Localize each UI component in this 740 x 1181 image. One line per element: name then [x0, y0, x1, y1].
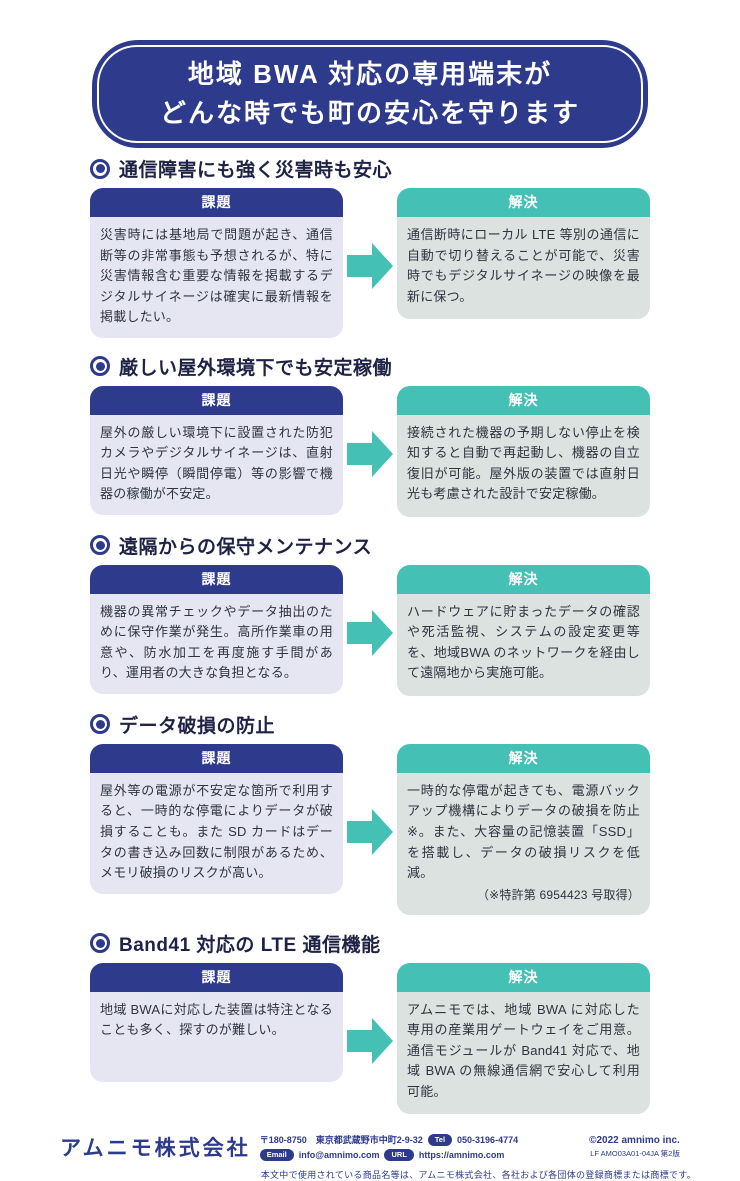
solution-card: 解決 アムニモでは、地域 BWA に対応した専用の産業用ゲートウェイをご用意。通… — [397, 962, 650, 1115]
section-data-protection: データ破損の防止 課題 屋外等の電源が不安定な箇所で利用すると、一時的な停電によ… — [90, 711, 650, 915]
problem-card-body: 屋外等の電源が不安定な箇所で利用すると、一時的な停電によりデータが破損することも… — [90, 772, 343, 894]
solution-text: アムニモでは、地域 BWA に対応した専用の産業用ゲートウェイをご用意。通信モジ… — [407, 1001, 640, 1099]
solution-card-body: 一時的な停電が起きても、電源バックアップ機構によりデータの破損を防止※。また、大… — [397, 772, 650, 915]
section-title: データ破損の防止 — [119, 715, 276, 737]
url-badge: URL — [384, 1149, 414, 1162]
solution-card-body: 通信断時にローカル LTE 等別の通信に自動で切り替えることが可能で、災害時でも… — [397, 217, 650, 320]
solution-card-header: 解決 — [397, 188, 650, 217]
solution-text: 接続された機器の予期しない停止を検知すると自動で再起動し、機器の自立復旧が可能。… — [407, 424, 640, 502]
bullseye-icon — [90, 933, 110, 954]
problem-solution-row: 課題 地域 BWAに対応した装置は特注となることも多く、探すのが難しい。 解決 … — [90, 962, 650, 1115]
section-heading: 遠隔からの保守メンテナンス — [90, 532, 650, 559]
solution-card-body: ハードウェアに貯まったデータの確認や死活監視、システムの設定変更等を、地域BWA… — [397, 593, 650, 696]
section-maintenance: 遠隔からの保守メンテナンス 課題 機器の異常チェックやデータ抽出のために保守作業… — [90, 532, 650, 696]
solution-text: 一時的な停電が起きても、電源バックアップ機構によりデータの破損を防止※。また、大… — [407, 782, 640, 881]
banner-title-line2: どんな時でも町の安心を守ります — [159, 98, 580, 128]
company-name: アムニモ株式会社 — [60, 1137, 251, 1161]
problem-card-header: 課題 — [90, 564, 343, 594]
tel-number: 050-3196-4774 — [457, 1134, 519, 1145]
banner-title-line1: 地域 BWA 対応の専用端末が — [187, 59, 553, 89]
bullseye-icon — [90, 356, 110, 377]
website-url: https://amnimo.com — [418, 1150, 505, 1161]
solution-card-body: 接続された機器の予期しない停止を検知すると自動で再起動し、機器の自立復旧が可能。… — [397, 414, 650, 517]
footer-main: アムニモ株式会社 〒180-8750 東京都武蔵野市中町2-9-32 Tel 0… — [0, 1132, 740, 1162]
section-heading: 通信障害にも強く災害時も安心 — [90, 155, 650, 182]
section-title: Band41 対応の LTE 通信機能 — [119, 934, 381, 956]
email-address: info@amnimo.com — [298, 1150, 380, 1161]
section-band41: Band41 対応の LTE 通信機能 課題 地域 BWAに対応した装置は特注と… — [90, 930, 650, 1115]
contact-line-address: 〒180-8750 東京都武蔵野市中町2-9-32 Tel 050-3196-4… — [260, 1133, 518, 1146]
solution-card: 解決 一時的な停電が起きても、電源バックアップ機構によりデータの破損を防止※。ま… — [397, 743, 650, 915]
arrow-right-icon — [347, 242, 393, 289]
solution-card-header: 解決 — [397, 743, 650, 773]
solution-note: （※特許第 6954423 号取得） — [476, 887, 640, 902]
solution-card: 解決 接続された機器の予期しない停止を検知すると自動で再起動し、機器の自立復旧が… — [397, 385, 650, 517]
problem-card: 課題 機器の異常チェックやデータ抽出のために保守作業が発生。高所作業車の用意や、… — [90, 564, 343, 694]
solution-card: 解決 通信断時にローカル LTE 等別の通信に自動で切り替えることが可能で、災害… — [397, 188, 650, 320]
problem-card-body: 機器の異常チェックやデータ抽出のために保守作業が発生。高所作業車の用意や、防水加… — [90, 593, 343, 694]
section-outdoor: 厳しい屋外環境下でも安定稼働 課題 屋外の厳しい環境下に設置された防犯カメラやデ… — [90, 353, 650, 517]
contact-block: 〒180-8750 東京都武蔵野市中町2-9-32 Tel 050-3196-4… — [259, 1133, 518, 1162]
bullseye-icon — [90, 714, 110, 735]
problem-card-header: 課題 — [90, 962, 343, 992]
problem-card-header: 課題 — [90, 188, 343, 217]
trademark-note: 本文中で使用されている商品名等は、アムニモ株式会社、各社および各団体の登録商標ま… — [260, 1170, 696, 1181]
problem-card-body: 屋外の厳しい環境下に設置された防犯カメラやデジタルサイネージは、直射日光や瞬停（… — [90, 414, 343, 515]
problem-solution-row: 課題 屋外の厳しい環境下に設置された防犯カメラやデジタルサイネージは、直射日光や… — [90, 385, 650, 517]
solution-card-header: 解決 — [397, 962, 650, 992]
section-title: 遠隔からの保守メンテナンス — [119, 536, 373, 558]
problem-card: 課題 地域 BWAに対応した装置は特注となることも多く、探すのが難しい。 — [90, 962, 343, 1082]
sections-container: 通信障害にも強く災害時も安心 課題 災害時には基地局で問題が起き、通信断等の非常… — [90, 155, 650, 1115]
arrow-right-icon — [347, 1018, 393, 1065]
section-title: 厳しい屋外環境下でも安定稼働 — [119, 357, 393, 379]
problem-card: 課題 屋外の厳しい環境下に設置された防犯カメラやデジタルサイネージは、直射日光や… — [90, 385, 343, 515]
company-address: 〒180-8750 東京都武蔵野市中町2-9-32 — [259, 1135, 423, 1146]
solution-card: 解決 ハードウェアに貯まったデータの確認や死活監視、システムの設定変更等を、地域… — [397, 564, 650, 696]
solution-card-header: 解決 — [397, 564, 650, 594]
section-heading: Band41 対応の LTE 通信機能 — [90, 930, 650, 957]
problem-card-header: 課題 — [90, 743, 343, 773]
arrow-right-icon — [347, 431, 393, 478]
problem-card: 課題 屋外等の電源が不安定な箇所で利用すると、一時的な停電によりデータが破損する… — [90, 743, 343, 894]
problem-card-body: 地域 BWAに対応した装置は特注となることも多く、探すのが難しい。 — [90, 991, 343, 1082]
solution-text: 通信断時にローカル LTE 等別の通信に自動で切り替えることが可能で、災害時でも… — [407, 227, 640, 304]
problem-card-body: 災害時には基地局で問題が起き、通信断等の非常事態も予想されるが、特に災害情報含む… — [90, 217, 343, 338]
colophon: ©2022 amnimo inc. LF AMO03A01-04JA 第2版 — [589, 1135, 680, 1159]
solution-card-header: 解決 — [397, 385, 650, 415]
section-heading: 厳しい屋外環境下でも安定稼働 — [90, 353, 650, 380]
footer: アムニモ株式会社 〒180-8750 東京都武蔵野市中町2-9-32 Tel 0… — [0, 1132, 740, 1181]
section-title: 通信障害にも強く災害時も安心 — [119, 160, 393, 181]
arrow-right-icon — [347, 809, 393, 856]
bullseye-icon — [90, 158, 110, 179]
copyright: ©2022 amnimo inc. — [589, 1135, 680, 1147]
arrow-right-icon — [347, 610, 393, 657]
title-banner: 地域 BWA 対応の専用端末が どんな時でも町の安心を守ります — [92, 40, 648, 148]
section-heading: データ破損の防止 — [90, 711, 650, 738]
section-disaster: 通信障害にも強く災害時も安心 課題 災害時には基地局で問題が起き、通信断等の非常… — [90, 155, 650, 338]
flyer-page: 地域 BWA 対応の専用端末が どんな時でも町の安心を守ります 通信障害にも強く… — [0, 40, 740, 1180]
solution-card-body: アムニモでは、地域 BWA に対応した専用の産業用ゲートウェイをご用意。通信モジ… — [397, 991, 650, 1115]
problem-solution-row: 課題 機器の異常チェックやデータ抽出のために保守作業が発生。高所作業車の用意や、… — [90, 564, 650, 696]
problem-card-header: 課題 — [90, 385, 343, 415]
email-badge: Email — [259, 1149, 294, 1162]
contact-line-web: Email info@amnimo.com URL https://amnimo… — [259, 1149, 518, 1162]
problem-card: 課題 災害時には基地局で問題が起き、通信断等の非常事態も予想されるが、特に災害情… — [90, 188, 343, 338]
problem-solution-row: 課題 災害時には基地局で問題が起き、通信断等の非常事態も予想されるが、特に災害情… — [90, 188, 650, 338]
document-number: LF AMO03A01-04JA 第2版 — [590, 1149, 680, 1159]
bullseye-icon — [90, 535, 110, 556]
solution-text: ハードウェアに貯まったデータの確認や死活監視、システムの設定変更等を、地域BWA… — [407, 603, 640, 681]
tel-badge: Tel — [427, 1133, 453, 1146]
problem-solution-row: 課題 屋外等の電源が不安定な箇所で利用すると、一時的な停電によりデータが破損する… — [90, 743, 650, 915]
